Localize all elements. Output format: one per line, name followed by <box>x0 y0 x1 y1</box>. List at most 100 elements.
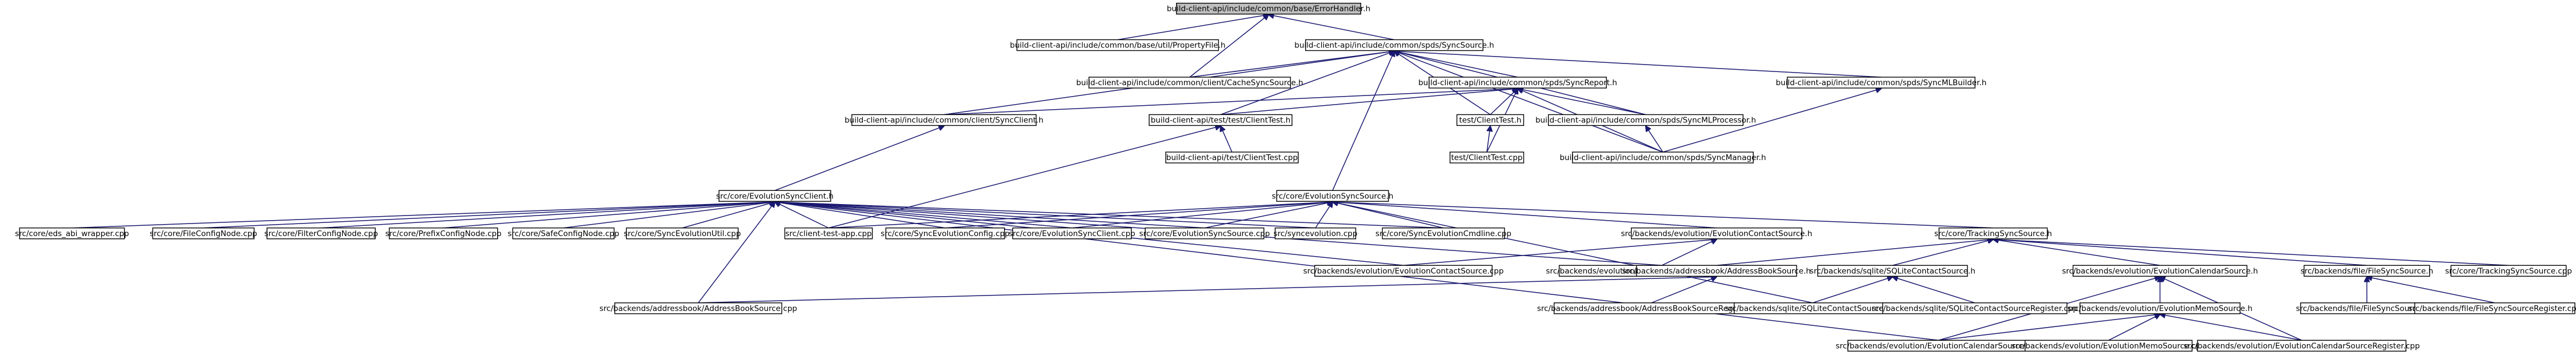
file-node[interactable]: src/backends/evolution/EvolutionCalendar… <box>1835 340 2041 352</box>
dependency-edge <box>1221 126 1233 153</box>
file-node-box <box>2303 265 2430 277</box>
file-node[interactable]: src/backends/evolution/EvolutionMemoSour… <box>2011 340 2206 352</box>
file-node[interactable]: build-client-api/include/common/spds/Syn… <box>1559 151 1766 163</box>
file-node-label: src/backends/addressbook/AddressBookSour… <box>599 304 797 313</box>
file-node[interactable]: build-client-api/include/common/spds/Syn… <box>1535 114 1756 126</box>
dependency-edge <box>1394 51 1663 153</box>
file-node[interactable]: test/ClientTest.h <box>1456 114 1525 126</box>
file-node[interactable]: build-client-api/include/common/client/S… <box>845 114 1043 126</box>
file-node[interactable]: build-client-api/include/common/client/C… <box>1076 77 1303 89</box>
file-node-box <box>1572 151 1754 163</box>
file-node[interactable]: src/backends/file/FileSyncSourceRegister… <box>2409 302 2576 314</box>
file-node[interactable]: build-client-api/include/common/spds/Syn… <box>1294 39 1494 51</box>
dependency-edge <box>1716 240 1993 266</box>
file-node-label: src/core/TrackingSyncSource.h <box>1934 229 2052 238</box>
file-node[interactable]: src/backends/evolution/EvolutionMemoSour… <box>2067 302 2253 314</box>
dependency-edge <box>1662 89 1881 153</box>
file-node-box <box>1274 228 1357 240</box>
file-node-label: src/backends/file/FileSyncSourceRegister… <box>2409 304 2576 313</box>
file-node-box <box>1149 114 1293 126</box>
file-node-box <box>1786 77 1975 89</box>
file-node[interactable]: src/core/TrackingSyncSource.h <box>1934 228 2052 240</box>
file-node[interactable]: src/client-test-app.cpp <box>784 228 873 240</box>
file-node[interactable]: src/backends/evolution/EvolutionContactS… <box>1303 265 1504 277</box>
file-node-box <box>1145 228 1265 240</box>
file-node[interactable]: build-client-api/test/ClientTest.cpp <box>1165 151 1299 163</box>
file-node[interactable]: src/core/FilterConfigNode.cpp <box>265 228 378 240</box>
file-node-box <box>1088 77 1291 89</box>
dependency-edge <box>1661 240 1717 266</box>
file-node-box <box>1449 151 1525 163</box>
file-node-label: src/backends/evolution/EvolutionContactS… <box>1303 266 1504 276</box>
dependency-edge <box>1646 126 1663 153</box>
file-node-label: src/core/SyncEvolutionUtil.cpp <box>623 229 741 238</box>
file-node-label: build-client-api/test/test/ClientTest.h <box>1151 116 1291 125</box>
file-node-label: build-client-api/include/common/base/Err… <box>1167 5 1370 14</box>
file-node[interactable]: src/core/EvolutionSyncSource.cpp <box>1139 228 1270 240</box>
dependency-edge <box>1315 202 1333 229</box>
file-node-label: src/backends/sqlite/SQLiteContactSourceR… <box>1872 304 2078 313</box>
file-node-label: src/core/SafeConfigNode.cpp <box>507 229 619 238</box>
file-node-box <box>1547 114 1744 126</box>
dependency-edge <box>1333 202 1444 229</box>
dependency-edge <box>774 126 944 191</box>
file-node-box <box>2073 265 2247 277</box>
file-node-box <box>1305 39 1483 51</box>
file-node[interactable]: src/core/TrackingSyncSource.cpp <box>2445 265 2572 277</box>
file-node[interactable]: build-client-api/include/common/spds/Syn… <box>1418 77 1617 89</box>
file-node[interactable]: build-client-api/include/common/base/uti… <box>1010 39 1226 51</box>
file-node[interactable]: src/backends/sqlite/SQLiteContactSourceR… <box>1872 302 2078 314</box>
file-node[interactable]: build-client-api/test/test/ClientTest.h <box>1149 114 1293 126</box>
dependency-edge <box>1269 15 1395 41</box>
file-node[interactable]: src/backends/addressbook/AddressBookSour… <box>599 302 797 314</box>
dependency-edge <box>698 202 775 304</box>
file-node[interactable]: src/backends/addressbook/AddressBookSour… <box>1622 265 1811 277</box>
dependency-edge <box>1993 240 2367 266</box>
file-node[interactable]: src/syncevolution.cpp <box>1274 228 1358 240</box>
file-node[interactable]: src/backends/file/FileSyncSource.h <box>2301 265 2433 277</box>
dependency-edge <box>443 202 775 229</box>
dependency-edge <box>1486 126 1490 153</box>
file-node-label: build-client-api/include/common/base/uti… <box>1010 41 1225 50</box>
file-node[interactable]: test/ClientTest.cpp <box>1449 151 1525 163</box>
file-node[interactable]: src/core/EvolutionSyncClient.h <box>716 190 834 202</box>
file-node-label: src/backends/evolution/EvolutionContactS… <box>1621 229 1813 238</box>
file-node-box <box>1382 228 1505 240</box>
dependency-edge <box>1394 51 1518 78</box>
file-node[interactable]: build-client-api/include/common/spds/Syn… <box>1776 77 1987 89</box>
file-node[interactable]: src/backends/sqlite/SQLiteContactSource.… <box>1810 265 1975 277</box>
file-node[interactable]: src/core/SafeConfigNode.cpp <box>507 228 619 240</box>
file-node-box <box>389 228 498 240</box>
file-node-box <box>1429 77 1607 89</box>
dependency-edge <box>1993 240 2161 266</box>
file-node[interactable]: src/core/SyncEvolutionConfig.cpp <box>881 228 1010 240</box>
file-node-box <box>1636 265 1797 277</box>
dependency-edge <box>945 202 1333 229</box>
dependency-edge <box>1938 314 2160 341</box>
file-node-label: src/core/PrefixConfigNode.cpp <box>385 229 501 238</box>
file-node[interactable]: src/core/PrefixConfigNode.cpp <box>385 228 502 240</box>
file-node[interactable]: src/core/SyncEvolutionCmdline.cpp <box>1375 228 1511 240</box>
file-node-box <box>1456 114 1525 126</box>
file-node-box <box>1176 2 1361 15</box>
file-node-label: build-client-api/include/common/spds/Syn… <box>1535 116 1756 125</box>
dependency-edge <box>2367 277 2495 304</box>
file-node[interactable]: src/core/eds_abi_wrapper.cpp <box>15 228 129 240</box>
file-node-box <box>2197 340 2407 352</box>
file-node[interactable]: src/core/FileConfigNode.cpp <box>150 228 257 240</box>
file-node[interactable]: src/core/EvolutionSyncClient.cpp <box>1009 228 1135 240</box>
file-node[interactable]: src/backends/addressbook/AddressBookSour… <box>1537 302 1766 314</box>
file-node[interactable]: src/backends/evolution/EvolutionCalendar… <box>2183 340 2420 352</box>
file-node[interactable]: src/backends/evolution/EvolutionCalendar… <box>2062 265 2258 277</box>
file-node-box <box>1817 265 1968 277</box>
dependency-edge <box>1892 240 1993 266</box>
file-node[interactable]: src/backends/evolution/EvolutionContactS… <box>1621 228 1813 240</box>
file-node-label: src/client-test-app.cpp <box>785 229 871 238</box>
dependency-edge <box>775 202 1316 229</box>
file-node-label: src/backends/sqlite/SQLiteContactSource.… <box>1810 266 1975 276</box>
file-node[interactable]: src/core/EvolutionSyncSource.h <box>1272 190 1394 202</box>
file-node-label: src/backends/addressbook/AddressBookSour… <box>1537 304 1766 313</box>
file-node[interactable]: src/core/SyncEvolutionUtil.cpp <box>623 228 741 240</box>
dependency-edge <box>1993 240 2509 266</box>
file-node-box <box>1165 151 1299 163</box>
